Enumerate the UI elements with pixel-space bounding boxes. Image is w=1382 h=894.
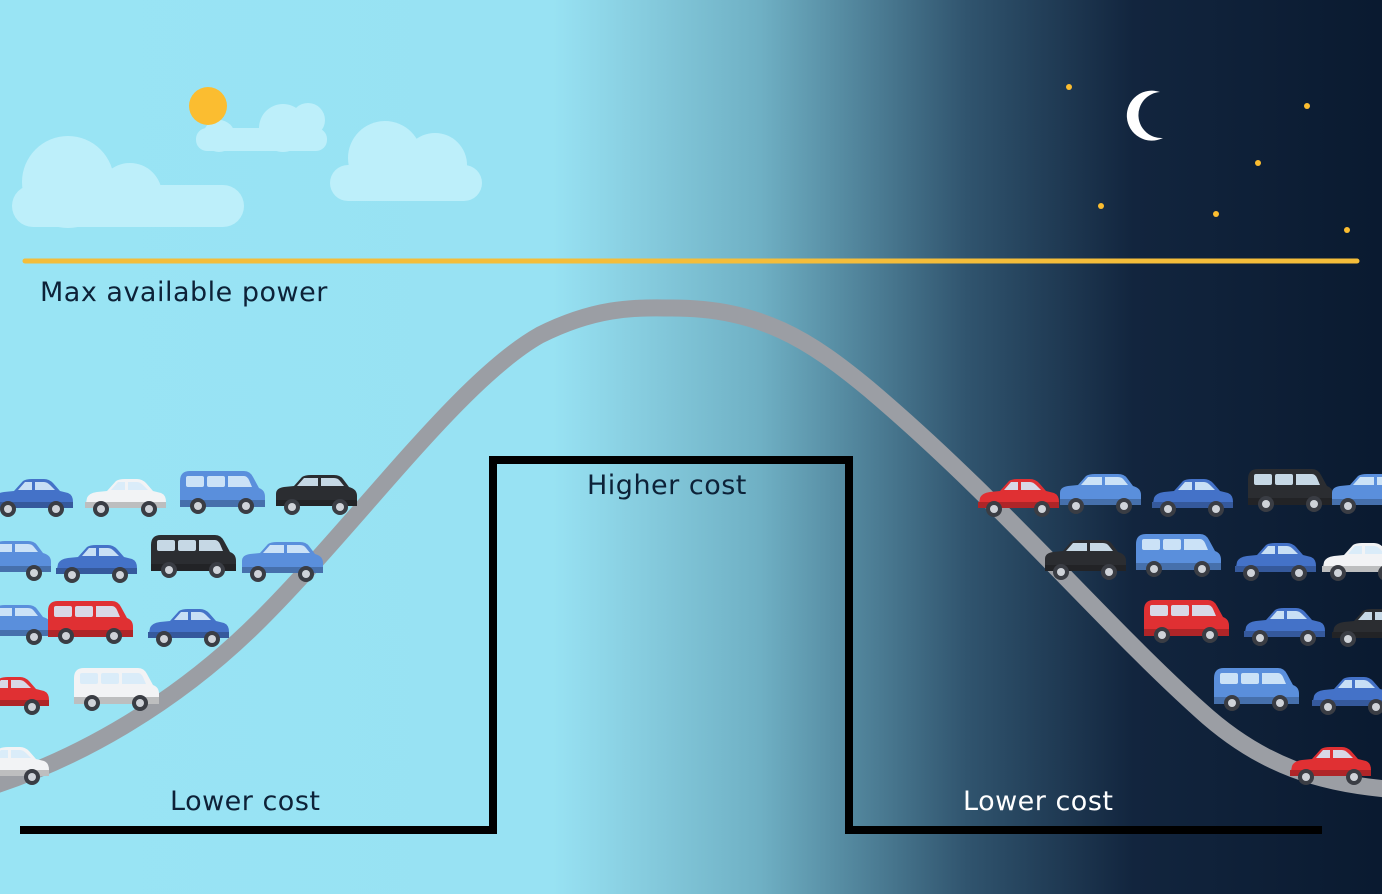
car-icon [0,605,51,645]
clouds [12,103,482,228]
demand-curve [0,299,1382,798]
car-icon [0,677,49,715]
car-icon [242,542,323,582]
car-icon [1060,474,1141,514]
cars [0,469,1382,785]
star-icon [1344,227,1350,233]
car-icon [978,479,1059,517]
cloud-icon [330,121,482,201]
car-icon [1214,668,1299,711]
car-icon [1235,543,1316,581]
star-icon [1098,203,1104,209]
star-icon [1304,103,1310,109]
car-icon [151,535,236,578]
sun-icon [189,87,227,125]
car-icon [276,475,357,515]
car-icon [1332,474,1382,514]
cloud-icon [12,136,244,228]
car-icon [180,471,265,514]
car-icon [1322,543,1382,581]
car-icon [1045,540,1126,580]
lower-cost-label-left: Lower cost [170,786,321,817]
car-icon [48,601,133,644]
star-icon [1213,211,1219,217]
car-icon [1332,609,1382,647]
star-icon [1255,160,1261,166]
lower-cost-label-right: Lower cost [963,786,1114,817]
car-icon [1136,534,1221,577]
moon-icon [1126,90,1163,141]
car-icon [1248,469,1333,512]
car-icon [1244,608,1325,646]
higher-cost-label: Higher cost [587,470,747,501]
car-icon [1152,479,1233,517]
car-icon [1312,677,1382,715]
car-icon [56,545,137,583]
stars [1066,84,1350,233]
star-icon [1066,84,1072,90]
car-icon [85,479,166,517]
car-icon [74,668,159,711]
car-icon [0,747,49,785]
car-icon [148,609,229,647]
car-icon [0,541,51,581]
cost-line [20,456,1322,834]
cloud-icon [196,103,327,152]
max-power-label: Max available power [40,277,328,308]
car-icon [0,479,73,517]
car-icon [1144,600,1229,643]
car-icon [1290,747,1371,785]
